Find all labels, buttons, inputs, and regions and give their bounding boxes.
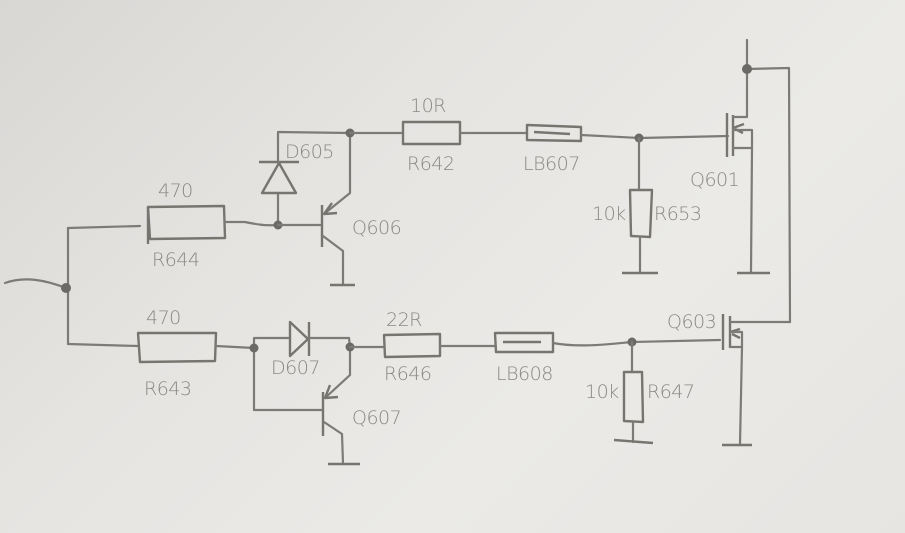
junction-dot (61, 283, 71, 293)
junction-dot (249, 343, 259, 353)
resistor-r646 (348, 332, 497, 359)
r644-value-label: 470 (158, 180, 193, 202)
resistor-r643 (136, 331, 256, 364)
d605-ref-label: D605 (285, 141, 334, 163)
r644-ref-label: R644 (152, 249, 199, 271)
input-wire (3, 224, 142, 348)
ferrite-bead-lb607 (525, 123, 730, 143)
r647-ref-label: R647 (647, 381, 694, 403)
r642-ref-label: R642 (407, 153, 454, 175)
r653-value-label: 10k (592, 203, 626, 225)
r642-value-label: 10R (410, 95, 446, 117)
transistor-q607 (321, 342, 360, 466)
q601-ref-label: Q601 (690, 169, 739, 191)
mosfet-q603 (721, 314, 792, 447)
r643-ref-label: R643 (144, 378, 191, 400)
r647-value-label: 10k (585, 381, 619, 403)
lb608-ref-label: LB608 (496, 363, 553, 385)
junction-dot (742, 64, 752, 74)
q606-ref-label: Q606 (352, 217, 401, 239)
mosfet-q601 (725, 38, 792, 324)
diode-d605 (259, 130, 352, 230)
lb607-ref-label: LB607 (523, 153, 580, 175)
r653-ref-label: R653 (654, 203, 701, 225)
resistor-r647 (613, 340, 654, 445)
ferrite-bead-lb608 (493, 331, 722, 354)
resistor-r644 (146, 204, 278, 244)
r646-ref-label: R646 (384, 363, 431, 385)
resistor-r642 (348, 120, 529, 146)
r646-value-label: 22R (386, 309, 422, 331)
r643-value-label: 470 (146, 307, 181, 329)
q607-ref-label: Q607 (352, 407, 401, 429)
q603-ref-label: Q603 (667, 311, 716, 333)
resistor-r653 (622, 136, 658, 275)
d607-ref-label: D607 (271, 357, 320, 379)
